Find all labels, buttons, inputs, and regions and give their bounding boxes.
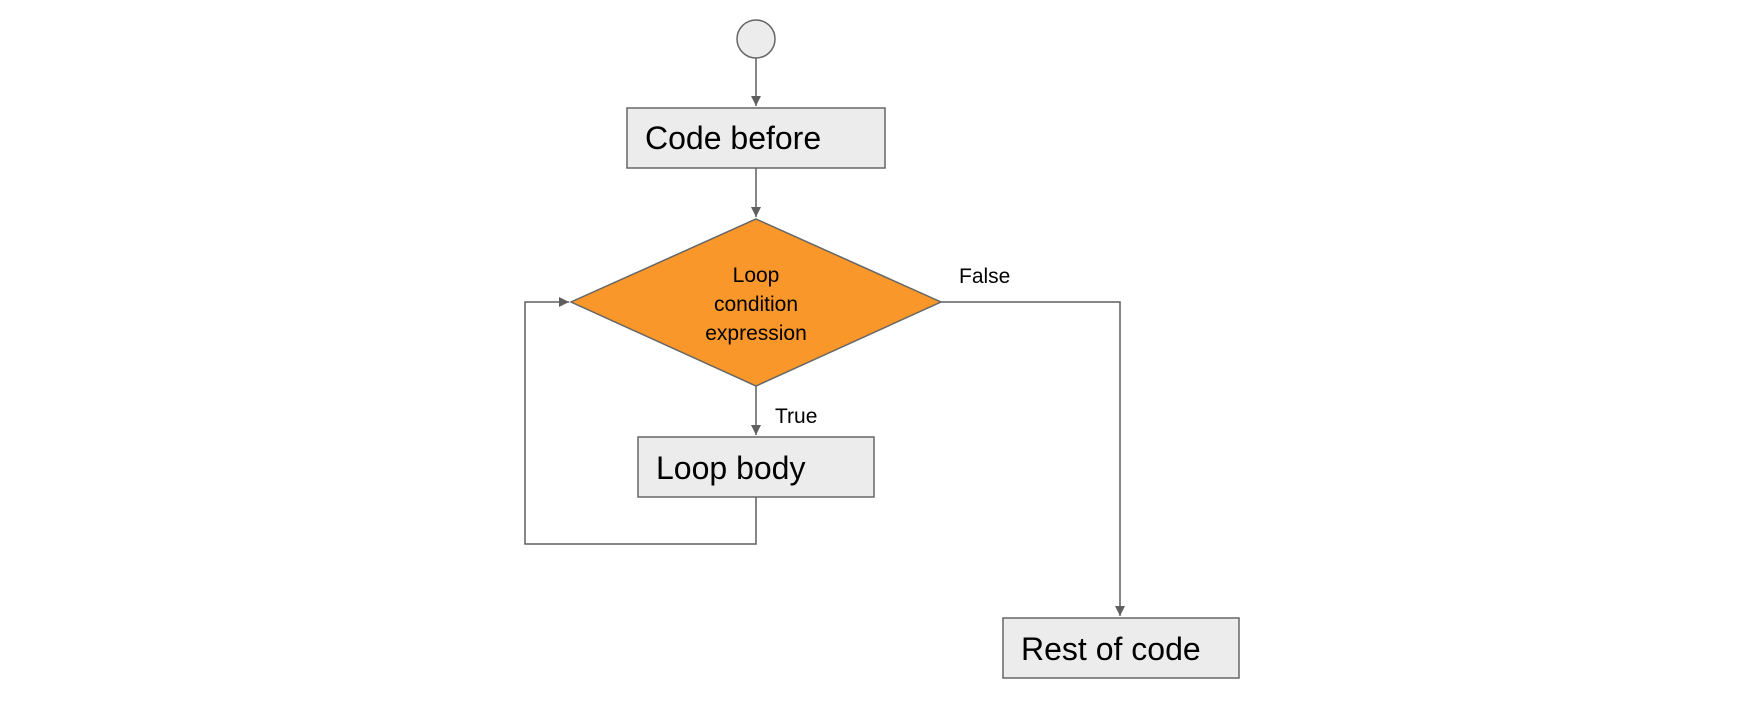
edge-false-to-rest [941, 301, 1125, 616]
rest-of-code-box [1002, 617, 1240, 679]
code-before-label: Code before [645, 120, 821, 156]
true-edge-label: True [775, 405, 817, 428]
loop-body-label: Loop body [656, 450, 805, 486]
edge-loop-back [524, 297, 757, 545]
loop-condition-label-line1: Loop [733, 264, 780, 287]
loop-condition-label-line2: condition [714, 293, 798, 316]
loop-condition-label-line3: expression [705, 322, 807, 345]
false-edge-label: False [959, 265, 1010, 288]
rest-of-code-label: Rest of code [1021, 631, 1201, 667]
start-node [736, 19, 776, 59]
